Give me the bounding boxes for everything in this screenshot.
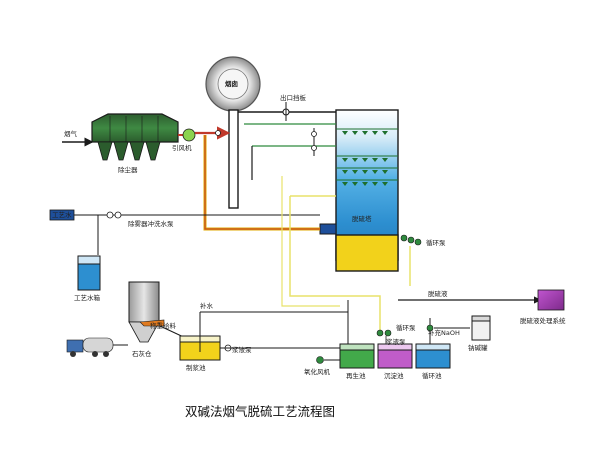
slurry-tank-label: 制浆池 [186, 363, 206, 372]
soda-tank: 钠碱罐 [468, 315, 491, 352]
regeneration-tank-label: 再生池 [346, 371, 366, 380]
treatment-system-label: 脱硫液处理系统 [520, 316, 566, 325]
liquid-treatment-system: 脱硫液处理系统 [520, 289, 566, 325]
flue-gas-to-chimney [195, 126, 231, 140]
circulation-tank: 循环池 [415, 343, 451, 380]
desulfurization-liquid-label: 脱硫液 [428, 289, 448, 298]
tank-circulation-pump-label: 循环泵 [396, 323, 416, 332]
regeneration-tank: 再生池 [339, 343, 375, 380]
soda-tank-label: 钠碱罐 [468, 343, 488, 352]
sedimentation-tank-label: 沉淀池 [384, 371, 404, 380]
process-water-label: 工艺水 [52, 210, 72, 219]
chimney-label: 烟囱 [225, 79, 238, 88]
process-tank-label: 工艺水箱 [74, 293, 101, 302]
tower-pump-label: 循环泵 [426, 238, 446, 247]
tower-circulation-pumps: 循环泵 [400, 234, 446, 247]
desulfurization-tower: 脱硫塔 [319, 109, 399, 272]
makeup-water-label: 补水 [200, 301, 214, 310]
outlet-damper-label: 出口挡板 [280, 93, 307, 102]
lime-silo-label: 石灰仓 [132, 349, 152, 358]
weigh-feeder-label: 称重给料 [150, 321, 177, 330]
induced-fan: 引风机 [172, 128, 196, 152]
process-water-system: 工艺水 除雾器冲洗水泵 工艺水箱 [49, 209, 320, 302]
tank-slurry-pump-label: 浆液泵 [386, 337, 406, 346]
dust-collector-label: 除尘器 [118, 165, 138, 174]
oxidation-fan: 氧化风机 [304, 356, 340, 376]
induced-fan-label: 引风机 [172, 143, 192, 152]
naoh-label: 补充NaOH [428, 328, 460, 337]
demister-pump-label: 除雾器冲洗水泵 [128, 219, 174, 228]
slurry-tank: 制浆池 补水 浆液泵 [179, 301, 348, 372]
flue-gas-label: 烟气 [64, 129, 78, 138]
oxidation-fan-label: 氧化风机 [304, 367, 331, 376]
flue-gas-inlet: 烟气 [62, 129, 94, 147]
dust-collector: 除尘器 [91, 113, 179, 174]
lime-silo: 石灰仓 [128, 281, 160, 358]
circulation-tank-label: 循环池 [422, 371, 442, 380]
liquid-lines: 脱硫液 [281, 176, 542, 330]
tower-label: 脱硫塔 [352, 214, 372, 223]
chimney: 烟囱 [205, 56, 261, 209]
slurry-pump-label: 浆液泵 [232, 345, 252, 354]
outlet-duct: 出口挡板 [238, 93, 336, 180]
diagram-title: 双碱法烟气脱硫工艺流程图 [185, 404, 335, 419]
sedimentation-tank: 沉淀池 [377, 343, 413, 380]
truck [66, 337, 128, 357]
tank-pumps-and-lines: 循环泵 浆液泵 补充NaOH [347, 300, 470, 346]
